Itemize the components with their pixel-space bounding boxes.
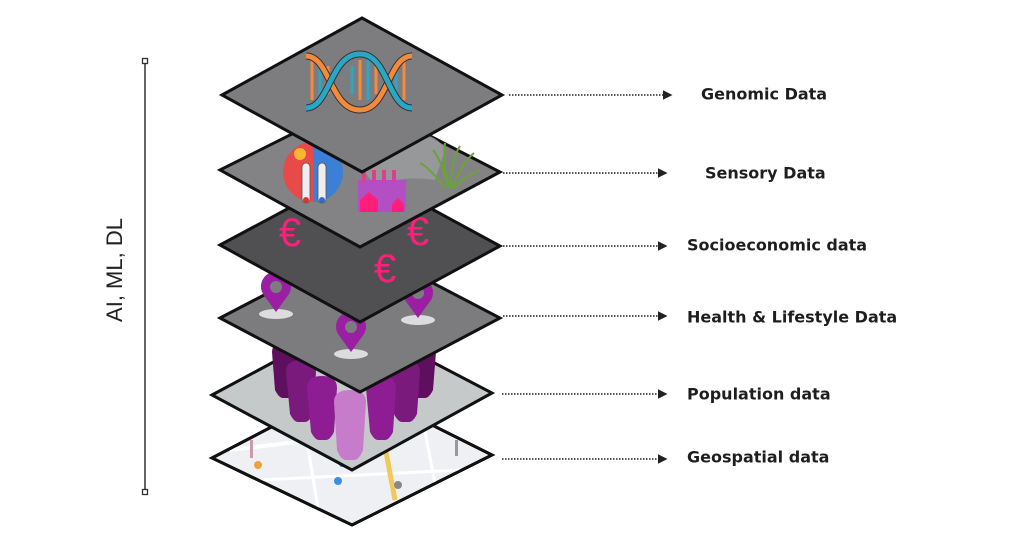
label-socioeconomic: Socioeconomic data xyxy=(687,235,868,255)
axis-label: AI, ML, DL xyxy=(102,218,127,322)
grass-icon xyxy=(419,142,480,189)
label-genomic: Genomic Data xyxy=(701,84,828,104)
genomic-plate xyxy=(218,16,506,174)
euro-icon: € xyxy=(279,211,301,255)
label-health-lifestyle: Health & Lifestyle Data xyxy=(687,307,898,327)
axis-bottom-handle xyxy=(141,488,149,496)
euro-icon: € xyxy=(407,210,429,254)
ai-axis xyxy=(141,57,149,496)
label-population: Population data xyxy=(687,384,831,404)
layer-genomic xyxy=(218,16,506,174)
euro-icon: € xyxy=(374,247,396,291)
people-icon xyxy=(272,342,436,460)
dna-icon xyxy=(305,50,413,114)
label-geospatial: Geospatial data xyxy=(687,447,830,467)
connectors xyxy=(502,90,673,464)
label-sensory: Sensory Data xyxy=(705,163,826,183)
axis-top-handle xyxy=(141,57,149,65)
